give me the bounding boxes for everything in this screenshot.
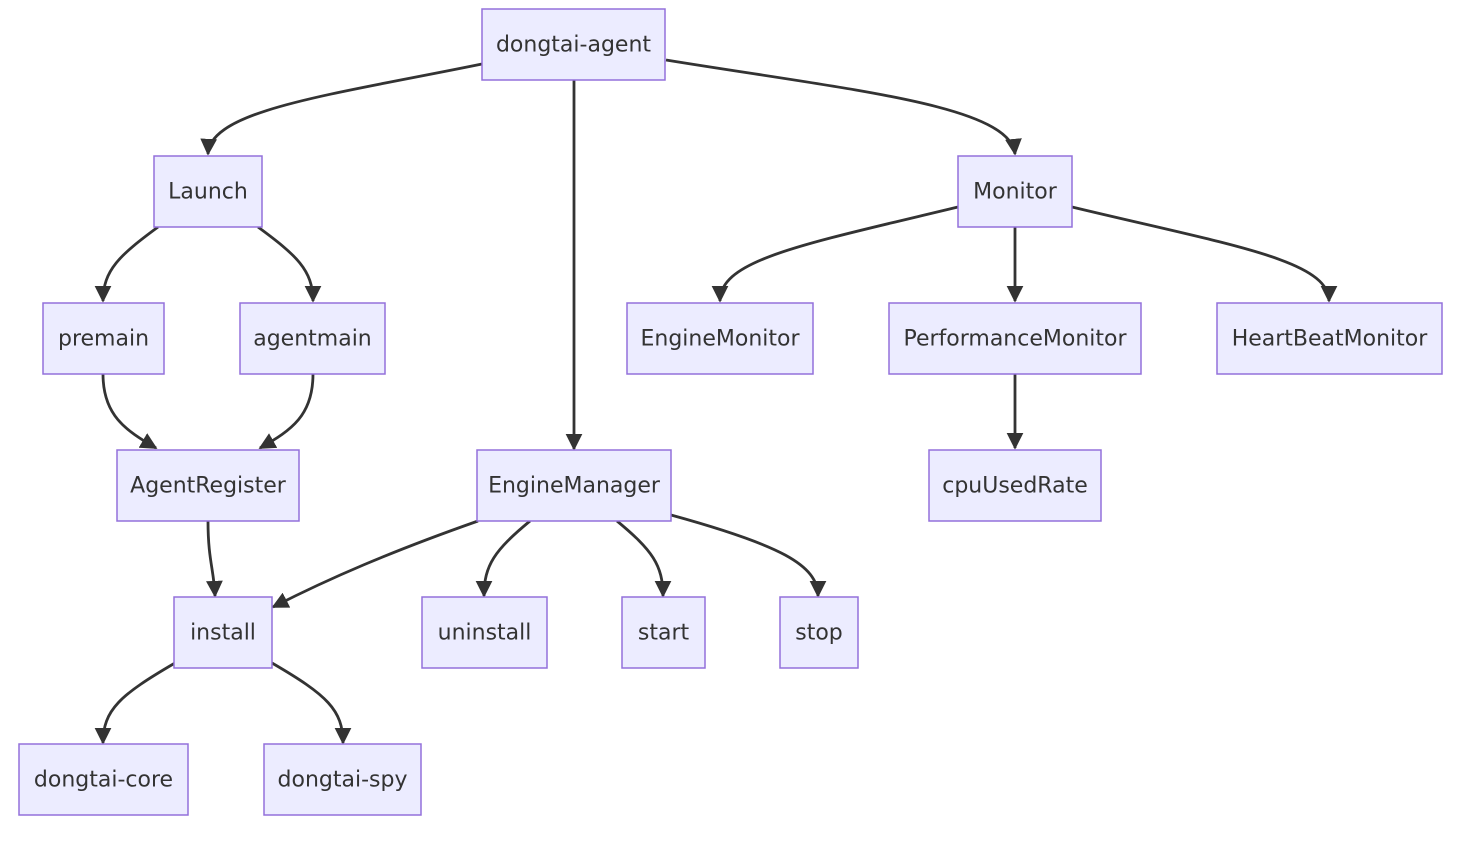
node-premain: premain: [42, 302, 165, 375]
node-label-heartbeat-monitor: HeartBeatMonitor: [1232, 327, 1429, 352]
node-cpu-used-rate: cpuUsedRate: [928, 449, 1102, 522]
edge-agent-register-to-install: [206, 520, 223, 598]
edge-premain-to-agent-register: [101, 373, 158, 450]
node-label-performance-monitor: PerformanceMonitor: [903, 327, 1127, 352]
node-launch: Launch: [153, 155, 263, 228]
node-stop: stop: [779, 596, 859, 669]
node-label-uninstall: uninstall: [438, 621, 532, 646]
node-label-engine-manager: EngineManager: [488, 474, 661, 499]
edge-engine-manager-to-stop: [670, 513, 827, 598]
edge-dongtai-agent-to-monitor: [665, 58, 1022, 156]
node-heartbeat-monitor: HeartBeatMonitor: [1216, 302, 1443, 375]
edge-monitor-to-engine-monitor: [711, 205, 959, 303]
node-engine-manager: EngineManager: [476, 449, 672, 522]
edge-dongtai-agent-to-launch: [200, 62, 483, 156]
node-agent-register: AgentRegister: [116, 449, 300, 522]
node-label-agentmain: agentmain: [253, 327, 372, 352]
node-label-engine-monitor: EngineMonitor: [640, 327, 800, 352]
node-label-agent-register: AgentRegister: [130, 474, 287, 499]
edge-engine-manager-to-start: [616, 519, 672, 598]
nodes: dongtai-agent Launch Monitor premain age…: [18, 8, 1443, 816]
node-label-monitor: Monitor: [973, 180, 1058, 205]
edge-agentmain-to-agent-register: [258, 373, 315, 450]
edges: [94, 58, 1338, 745]
node-install: install: [173, 596, 273, 669]
edge-launch-to-agentmain: [257, 225, 322, 303]
edge-launch-to-premain: [94, 225, 159, 303]
node-dongtai-spy: dongtai-spy: [263, 743, 422, 816]
node-label-dongtai-agent: dongtai-agent: [496, 33, 651, 58]
node-label-install: install: [190, 621, 256, 646]
edge-install-to-dongtai-spy: [271, 661, 352, 745]
node-dongtai-core: dongtai-core: [18, 743, 189, 816]
edge-engine-manager-to-install: [271, 519, 479, 609]
edge-engine-manager-to-uninstall: [475, 519, 531, 598]
edge-monitor-to-heartbeat-monitor: [1071, 205, 1338, 303]
node-agentmain: agentmain: [239, 302, 386, 375]
node-label-launch: Launch: [168, 180, 248, 205]
node-label-dongtai-core: dongtai-core: [34, 768, 173, 793]
node-label-cpu-used-rate: cpuUsedRate: [942, 474, 1088, 499]
node-label-dongtai-spy: dongtai-spy: [278, 768, 408, 793]
node-start: start: [621, 596, 706, 669]
node-label-stop: stop: [795, 621, 843, 646]
edge-install-to-dongtai-core: [94, 661, 176, 745]
node-engine-monitor: EngineMonitor: [626, 302, 814, 375]
node-monitor: Monitor: [957, 155, 1073, 228]
node-label-start: start: [638, 621, 690, 646]
node-label-premain: premain: [58, 327, 149, 352]
node-performance-monitor: PerformanceMonitor: [888, 302, 1142, 375]
node-uninstall: uninstall: [421, 596, 548, 669]
node-dongtai-agent: dongtai-agent: [481, 8, 666, 81]
